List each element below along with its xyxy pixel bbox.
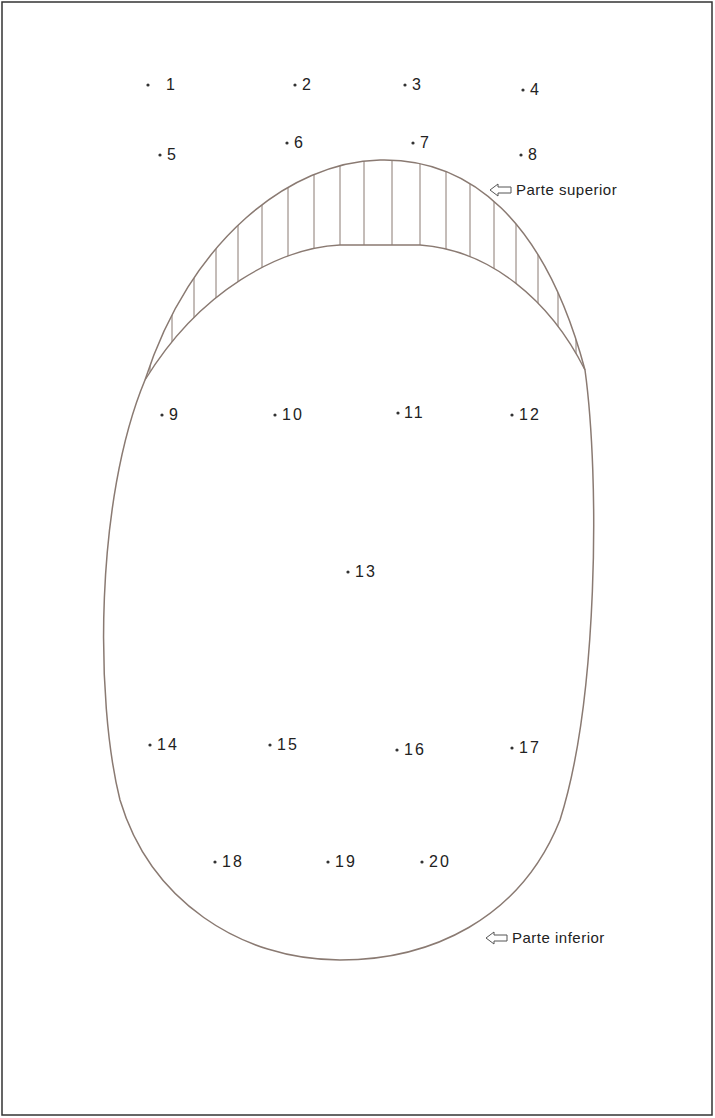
point-label: 5 — [167, 146, 178, 164]
point-label: 19 — [335, 853, 357, 871]
part-name: Parte inferior — [511, 930, 606, 947]
point-number: 20 — [429, 853, 451, 871]
oval-outline — [104, 160, 594, 960]
point-label: 4 — [530, 81, 541, 99]
point-number: 15 — [277, 736, 299, 754]
point-number: 12 — [519, 406, 541, 424]
point-number: 19 — [335, 853, 357, 871]
point-number: 14 — [157, 736, 179, 754]
point-dots — [146, 83, 524, 863]
point-number: 11 — [404, 404, 425, 422]
part-label: Parte inferior — [511, 929, 606, 947]
point-label: 9 — [169, 406, 180, 424]
point-label: 8 — [528, 146, 539, 164]
point-label: 13 — [355, 563, 377, 581]
point-label: 1 — [166, 76, 177, 94]
point-number: 1 — [166, 76, 177, 94]
part-label: Parte superior — [515, 181, 618, 199]
point-label: 14 — [157, 736, 179, 754]
point-number: 8 — [528, 146, 539, 164]
point-number: 10 — [282, 406, 304, 424]
point-number: 5 — [167, 146, 178, 164]
pointer-arrow — [490, 184, 511, 196]
part-name: Parte superior — [515, 182, 618, 199]
point-label: 12 — [519, 406, 541, 424]
point-number: 6 — [294, 134, 305, 152]
point-number: 16 — [404, 741, 426, 759]
point-number: 2 — [302, 76, 313, 94]
point-number: 7 — [420, 134, 431, 152]
point-label: 17 — [519, 739, 541, 757]
point-label: 2 — [302, 76, 313, 94]
point-label: 18 — [222, 853, 244, 871]
point-label: 7 — [420, 134, 431, 152]
point-number: 18 — [222, 853, 244, 871]
point-label: 10 — [282, 406, 304, 424]
hatching — [150, 150, 576, 400]
point-label: 16 — [404, 741, 426, 759]
point-number: 3 — [412, 76, 423, 94]
point-number: 17 — [519, 739, 541, 757]
pointer-arrow — [486, 932, 507, 944]
point-number: 4 — [530, 81, 541, 99]
point-label: 20 — [429, 853, 451, 871]
point-number: 13 — [355, 563, 377, 581]
point-label: 11 — [404, 404, 425, 422]
point-label: 3 — [412, 76, 423, 94]
point-number: 9 — [169, 406, 180, 424]
point-label: 15 — [277, 736, 299, 754]
band-edge — [145, 245, 585, 380]
point-label: 6 — [294, 134, 305, 152]
